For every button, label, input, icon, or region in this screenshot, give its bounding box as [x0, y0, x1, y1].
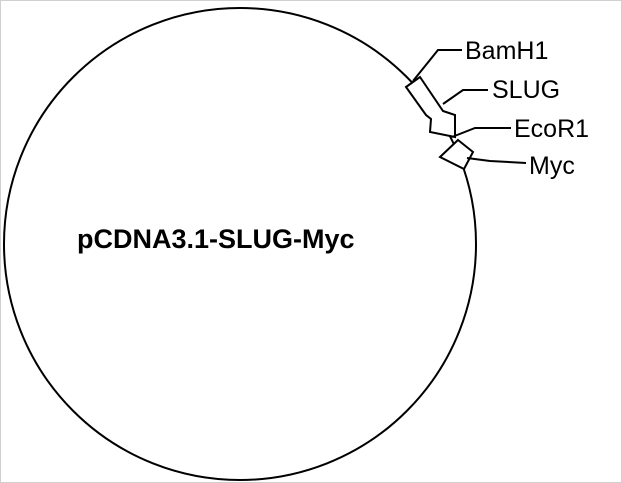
slug-leader-line	[442, 89, 488, 105]
slug-feature-arrow	[404, 75, 456, 139]
plasmid-name-label: pCDNA3.1-SLUG-Myc	[77, 224, 355, 254]
slug-label: SLUG	[492, 76, 560, 104]
ecor1-leader-line	[451, 127, 511, 138]
bamh1-leader-line	[412, 49, 462, 82]
myc-label: Myc	[529, 152, 575, 180]
bamh1-label: BamH1	[465, 37, 548, 65]
plasmid-backbone-circle	[3, 7, 477, 481]
ecor1-label: EcoR1	[514, 115, 589, 143]
myc-feature-arrow	[438, 138, 475, 171]
myc-leader-line	[466, 157, 527, 164]
